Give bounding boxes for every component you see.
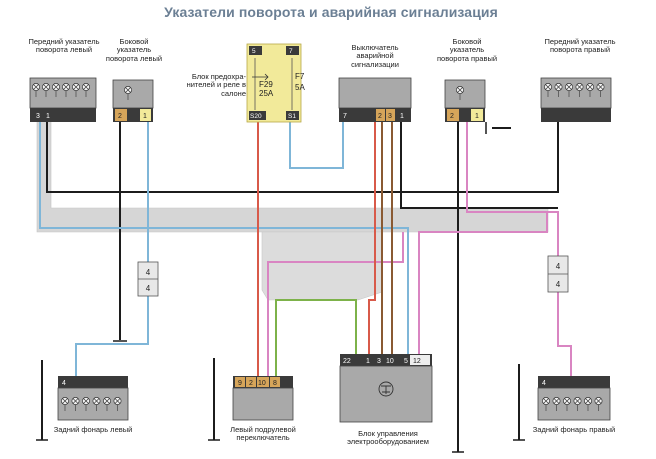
fuse-block-pin-5: 5 — [252, 48, 256, 55]
left-switch-label: Левый подрулевой переключатель — [230, 425, 296, 443]
bulb-cross — [93, 398, 100, 404]
wires-brown — [381, 122, 393, 354]
bulb-cross — [543, 398, 549, 404]
wires-pink — [267, 122, 572, 382]
rear-left-pin-4: 4 — [62, 380, 66, 387]
bulb-cross — [33, 84, 39, 90]
hazard-switch-pin-7: 7 — [343, 113, 347, 120]
ground-symbols — [36, 122, 525, 453]
fuse-block: 5 7 S20 S1 F29 25A F7 5A — [246, 43, 305, 123]
wires-blue — [39, 118, 409, 376]
bulb-cross — [597, 84, 604, 90]
front-left-pin-1: 1 — [46, 113, 50, 120]
side-left-pin-2: 2 — [118, 113, 122, 120]
bulb-cross — [585, 398, 591, 404]
connector-left-pin-bottom: 4 — [146, 284, 151, 293]
fuse-block-label: Блок предохра-нителей и реле в салоне — [186, 72, 246, 98]
front-right-label: Передний указатель поворота правый — [544, 37, 616, 55]
bulb-cross — [576, 84, 583, 90]
side-right-pin-2: 2 — [450, 113, 454, 120]
bulb-cross — [587, 84, 593, 90]
control-unit-pin-12: 12 — [413, 358, 421, 365]
bulb-cross — [457, 87, 463, 93]
bulb-cross — [545, 84, 551, 90]
connector-left-pin-top: 4 — [146, 268, 151, 277]
wires-red — [257, 122, 376, 382]
hazard-switch-pin-1: 1 — [400, 113, 404, 120]
wires-black — [41, 118, 559, 452]
control-unit-pin-10: 10 — [386, 358, 394, 365]
side-right-pin-1: 1 — [475, 113, 479, 120]
bulb-cross — [72, 398, 79, 404]
bulb-cross — [104, 398, 110, 404]
bulb-cross — [83, 84, 89, 90]
wire-harness — [36, 114, 549, 233]
control-unit-pin-1: 1 — [366, 358, 370, 365]
side-left-lamp: 2 1 — [112, 79, 154, 122]
fuse-f29-rating: 25A — [259, 89, 274, 98]
fuse-f7-rating: 5A — [295, 83, 305, 92]
connector-right-pin-bottom: 4 — [556, 280, 561, 289]
left-steering-switch: 9 2 10 8 — [232, 376, 294, 421]
control-unit: 22 1 3 10 5 12 — [339, 354, 433, 423]
fuse-f29-name: F29 — [259, 80, 273, 89]
hazard-switch: 7 2 3 1 — [338, 77, 412, 122]
control-unit-pin-22: 22 — [343, 358, 351, 365]
fuse-block-pin-s20: S20 — [250, 113, 262, 120]
side-right-label: Боковой указатель поворота правый — [436, 37, 498, 63]
control-unit-pin-5: 5 — [404, 358, 408, 365]
left-switch-pin-10: 10 — [258, 380, 266, 387]
bulb-cross — [43, 84, 49, 90]
front-left-lamp: 3 1 — [29, 77, 97, 122]
side-left-label: Боковой указатель поворота левый — [105, 37, 163, 63]
bulb-cross — [555, 84, 562, 90]
rear-left-label: Задний фонарь левый — [53, 425, 133, 434]
wire-harness-branch — [261, 231, 383, 301]
connector-right: 4 4 — [547, 255, 569, 293]
bulb-cross — [125, 87, 131, 93]
diagram-title: Указатели поворота и аварийная сигнализа… — [164, 4, 498, 20]
front-left-pin-3: 3 — [36, 113, 40, 120]
bulb-cross — [574, 398, 581, 404]
rear-right-lamp: 4 — [537, 376, 611, 421]
front-right-lamp — [540, 77, 612, 122]
left-switch-pin-2: 2 — [249, 380, 253, 387]
bulb-cross — [83, 398, 89, 404]
bulb-cross — [553, 398, 560, 404]
rear-left-lamp: 4 — [57, 376, 129, 421]
bulb-cross — [53, 84, 59, 90]
front-left-label: Передний указатель поворота левый — [28, 37, 100, 55]
hazard-switch-label: Выключатель аварийной сигнализации — [351, 43, 399, 69]
control-unit-pin-3: 3 — [377, 358, 381, 365]
side-right-lamp: 2 1 — [444, 79, 486, 122]
left-switch-pin-9: 9 — [238, 380, 242, 387]
connector-left: 4 4 — [137, 261, 159, 297]
left-switch-pin-8: 8 — [273, 380, 277, 387]
bulb-cross — [73, 84, 79, 90]
bulb-cross — [63, 84, 69, 90]
rear-right-pin-4: 4 — [542, 380, 546, 387]
control-unit-label: Блок управления электрооборудованием — [347, 429, 429, 447]
bulb-cross — [566, 84, 572, 90]
hazard-switch-pin-2: 2 — [378, 113, 382, 120]
fuse-block-pin-s1: S1 — [288, 113, 296, 120]
connector-right-pin-top: 4 — [556, 262, 561, 271]
bulb-cross — [564, 398, 570, 404]
bulb-cross — [595, 398, 602, 404]
rear-right-label: Задний фонарь правый — [532, 425, 616, 434]
side-left-pin-1: 1 — [143, 113, 147, 120]
hazard-switch-pin-3: 3 — [388, 113, 392, 120]
fuse-f7-name: F7 — [295, 72, 305, 81]
fuse-block-pin-7: 7 — [289, 48, 293, 55]
bulb-cross — [62, 398, 68, 404]
relay-symbol — [378, 381, 394, 397]
wire-green — [275, 299, 357, 382]
bulb-cross — [114, 398, 121, 404]
